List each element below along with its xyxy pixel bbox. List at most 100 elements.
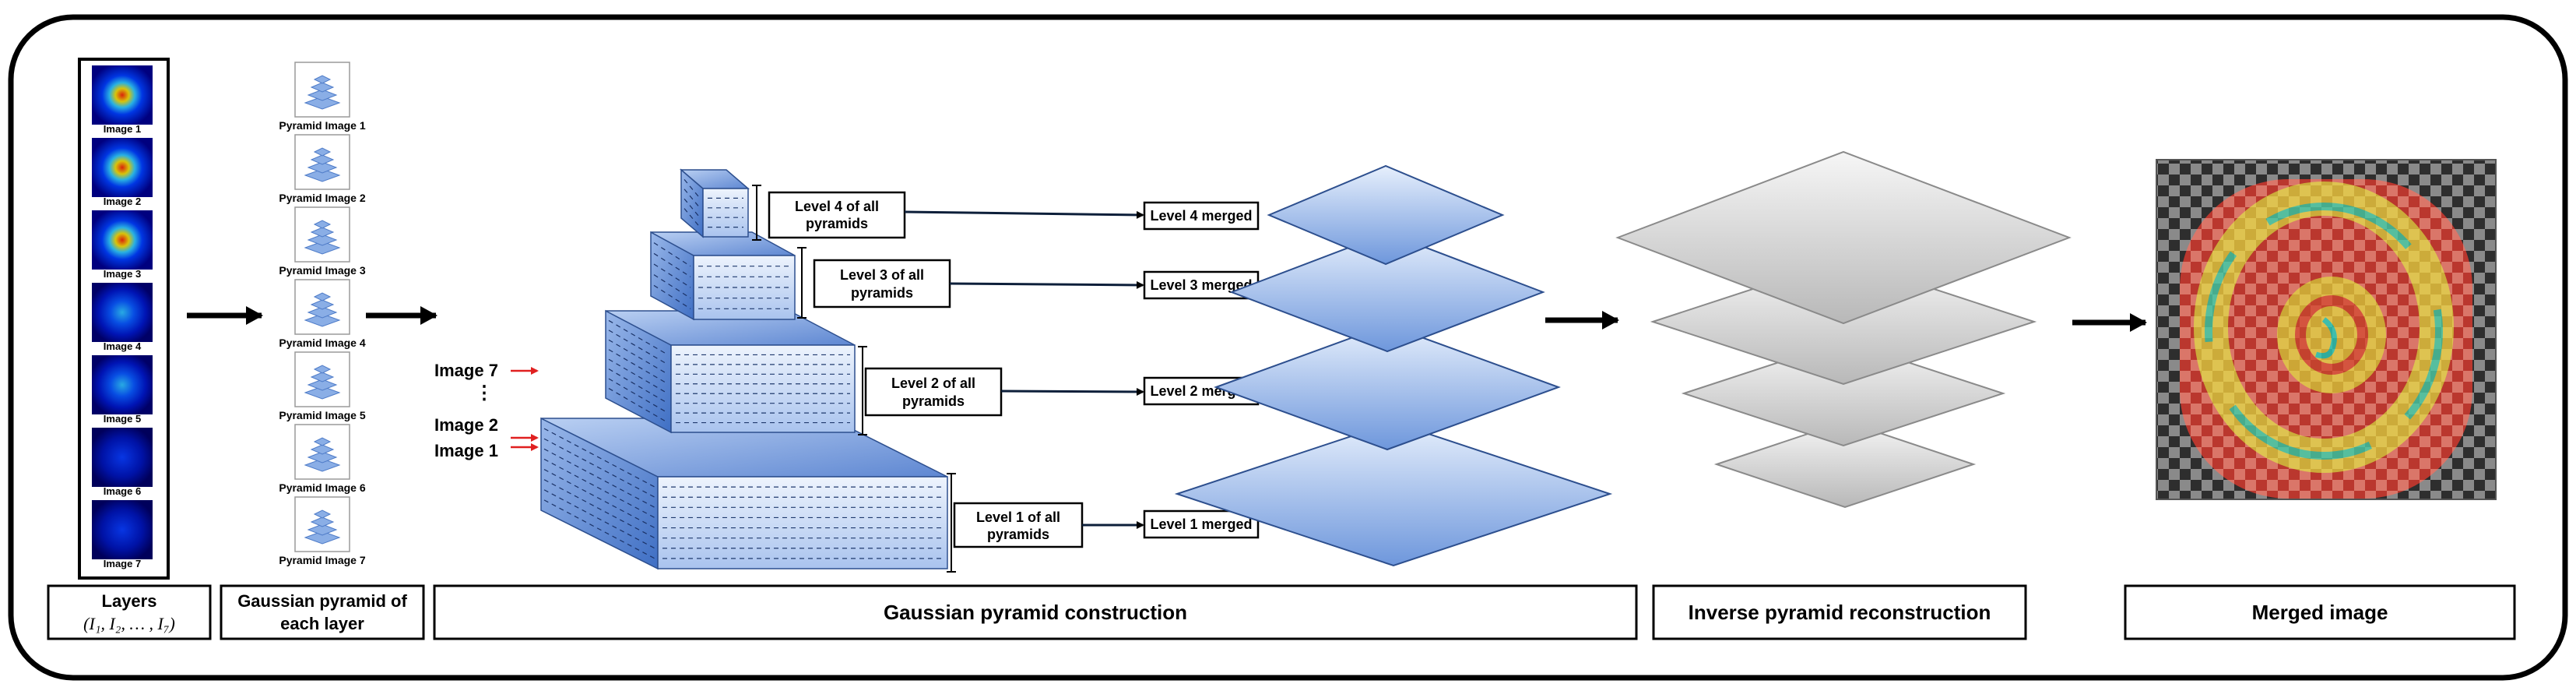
level4-connector [904, 210, 1144, 219]
layer-image-shade-5 [92, 355, 153, 414]
layer-image-label-1: Image 1 [104, 123, 141, 135]
stack-level2-side-slice [608, 358, 669, 394]
pyramid-icon-label-2: Pyramid Image 2 [279, 192, 365, 204]
pyramid-icons: Pyramid Image 1 Pyramid Image 2 Pyramid Im… [279, 62, 366, 566]
layer-image-label-6: Image 6 [104, 485, 141, 497]
stack-level3-side-slice [653, 284, 691, 309]
merged-box [2124, 584, 2516, 640]
stack-label-dots: ⋮ [475, 382, 494, 404]
layer-image-4 [92, 283, 153, 342]
pyramid-icon-label-1: Pyramid Image 1 [279, 119, 365, 132]
level4-line1: Level 4 of all [795, 199, 879, 214]
pyramids-box [220, 584, 425, 640]
stack-level2-side-slice [608, 378, 669, 414]
stack-label-image7: Image 7 [434, 361, 498, 380]
merged-image [2156, 159, 2497, 500]
pyramid-icon-layer-7-4 [313, 509, 332, 519]
pyramid-icon-layer-6-4 [313, 437, 332, 446]
pyramid-icon-layer-2-3 [310, 154, 335, 165]
layer-image-2 [92, 138, 153, 197]
pyramid-icon-layer-4-4 [313, 292, 332, 301]
merged-diamond-level2 [1214, 323, 1561, 451]
stack-level1-side-slice [543, 428, 655, 488]
pyramid-icon-layer-1-2 [307, 89, 338, 101]
stack-level4-side-slice [684, 179, 701, 199]
construction-box [433, 584, 1638, 640]
layers-box [47, 584, 212, 640]
pyramid-icon-layer-1-4 [313, 75, 332, 84]
pyramid-icon-layer-5-4 [313, 365, 332, 374]
construction-label: Gaussian pyramid construction [884, 601, 1187, 624]
pyramid-icon-label-3: Pyramid Image 3 [279, 264, 365, 277]
level3-group: Level 3 of all pyramids Level 3 merged [813, 259, 1260, 308]
merged-diamond-level4 [1267, 164, 1505, 266]
stack-level2-side-slice [608, 339, 669, 375]
reconstruction-diamonds [1615, 150, 2072, 509]
stack-level1-side-slice [543, 438, 655, 498]
reconstruction-box [1652, 584, 2027, 640]
stack-level3-side-slice [653, 263, 691, 288]
merged-label: Merged image [2252, 601, 2388, 624]
pyramids-label-line1: Gaussian pyramid of [237, 591, 407, 611]
layer-image-3 [92, 210, 153, 270]
pyramid-icon-layer-7-2 [307, 524, 338, 536]
layer-image-shade-6 [92, 428, 153, 487]
stack-level4-front [702, 188, 749, 238]
layer-image-1 [92, 65, 153, 125]
stack-level2-side-slice [608, 388, 669, 424]
layer-image-label-3: Image 3 [104, 268, 141, 280]
layer-image-7 [92, 500, 153, 559]
stack-level2-side-slice [608, 368, 669, 404]
layers-frame [78, 58, 170, 580]
merged-diamond-level3 [1229, 231, 1545, 353]
pyramid-icon-layer-2-2 [307, 161, 338, 174]
stack-level3-side-slice [653, 242, 691, 267]
level3-merged-label: Level 3 merged [1150, 277, 1252, 293]
stack-level1-front [657, 476, 948, 569]
stack-label-image1: Image 1 [434, 441, 498, 460]
stack-level2-side-slice [608, 349, 669, 385]
pyramid-icon-layer-6-3 [310, 444, 335, 455]
pyramid-icon-label-7: Pyramid Image 7 [279, 554, 365, 566]
pyramids-label-line2: each layer [280, 614, 364, 633]
stack-level1-side-slice [543, 499, 655, 559]
level1-group: Level 1 of all pyramids Level 1 merged [953, 502, 1260, 548]
level2-line1: Level 2 of all [891, 375, 975, 391]
level4-merged-label: Level 4 merged [1150, 208, 1252, 224]
stack-level1-side-slice [543, 479, 655, 539]
level1-merged-label: Level 1 merged [1150, 516, 1252, 532]
pyramid-icon-frame-7 [294, 496, 350, 552]
reconstruction-diamond-4 [1615, 150, 2072, 325]
merged-levels-diamonds [1174, 164, 1613, 567]
layer-image-label-5: Image 5 [104, 413, 141, 425]
layer-image-shade-7 [92, 500, 153, 559]
stack-level1-side-slice [543, 458, 655, 518]
level4-merged-box [1143, 201, 1260, 231]
layer-image-shade-2 [92, 138, 153, 197]
stack-label-image2: Image 2 [434, 415, 498, 435]
pyramid-icon-layer-5-3 [310, 372, 335, 382]
pyramid-icon-layer-2-4 [313, 147, 332, 157]
pyramid-icon-layer-3-2 [307, 234, 338, 246]
stack-level1-side-slice [543, 469, 655, 529]
stack-level2-side-slice [608, 319, 669, 355]
layer-image-label-4: Image 4 [104, 340, 142, 352]
pyramid-icon-label-5: Pyramid Image 5 [279, 409, 365, 421]
layer-image-5 [92, 355, 153, 414]
stack-level2-front [670, 344, 856, 433]
reconstruction-label: Inverse pyramid reconstruction [1689, 601, 1991, 624]
merged-diamond-level1 [1174, 421, 1613, 567]
stack-level1-side-slice [543, 448, 655, 508]
level3-line2: pyramids [851, 285, 913, 301]
level1-line2: pyramids [987, 527, 1049, 542]
layers-formula: (I₁, I₂, … , I₇) [83, 614, 175, 633]
pyramid-icon-layer-3-3 [310, 227, 335, 238]
stack-level3-side-slice [653, 274, 691, 299]
level4-box [768, 191, 906, 239]
stack-level4-side-slice [684, 208, 701, 227]
stack-level4-side-slice [684, 189, 701, 209]
stack-level3-side-slice [653, 252, 691, 277]
level2-group: Level 2 of all pyramids Level 2 merged [864, 367, 1260, 417]
